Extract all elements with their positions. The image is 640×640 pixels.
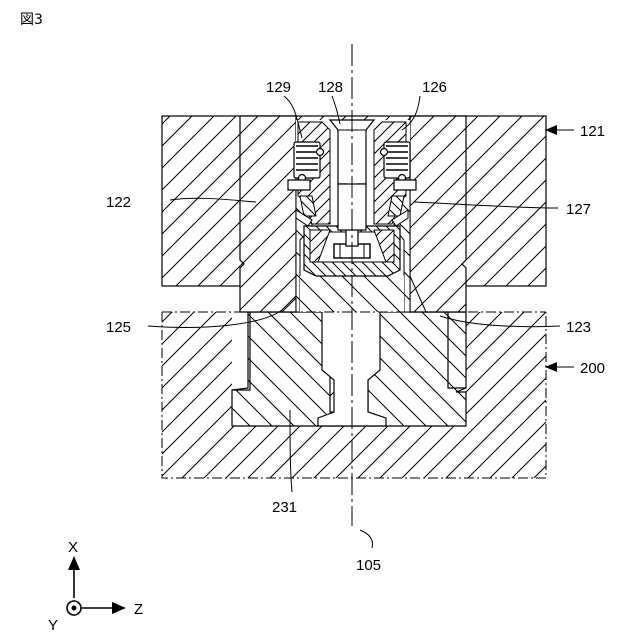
axis-label-x: X: [68, 539, 78, 556]
figure-label: 図3: [20, 12, 43, 28]
label-126: 126: [422, 79, 447, 96]
label-125: 125: [106, 319, 131, 336]
label-231: 231: [272, 499, 297, 516]
label-123: 123: [566, 319, 591, 336]
z-axis-arrow: [112, 602, 126, 614]
sleeve-122: [240, 116, 296, 312]
axis-label-z: Z: [134, 601, 143, 618]
coordinate-axes: X Z Y: [48, 539, 143, 634]
label-200: 200: [580, 360, 605, 377]
x-axis-arrow: [68, 556, 80, 570]
label-128: 128: [318, 79, 343, 96]
axis-label-y: Y: [48, 617, 58, 634]
label-121: 121: [580, 123, 605, 140]
arrowhead-200: [545, 362, 557, 372]
arrowhead-121: [545, 125, 557, 135]
label-127: 127: [566, 201, 591, 218]
sleeve-123: [410, 116, 466, 312]
label-129: 129: [266, 79, 291, 96]
label-105: 105: [356, 557, 381, 574]
label-122: 122: [106, 194, 131, 211]
